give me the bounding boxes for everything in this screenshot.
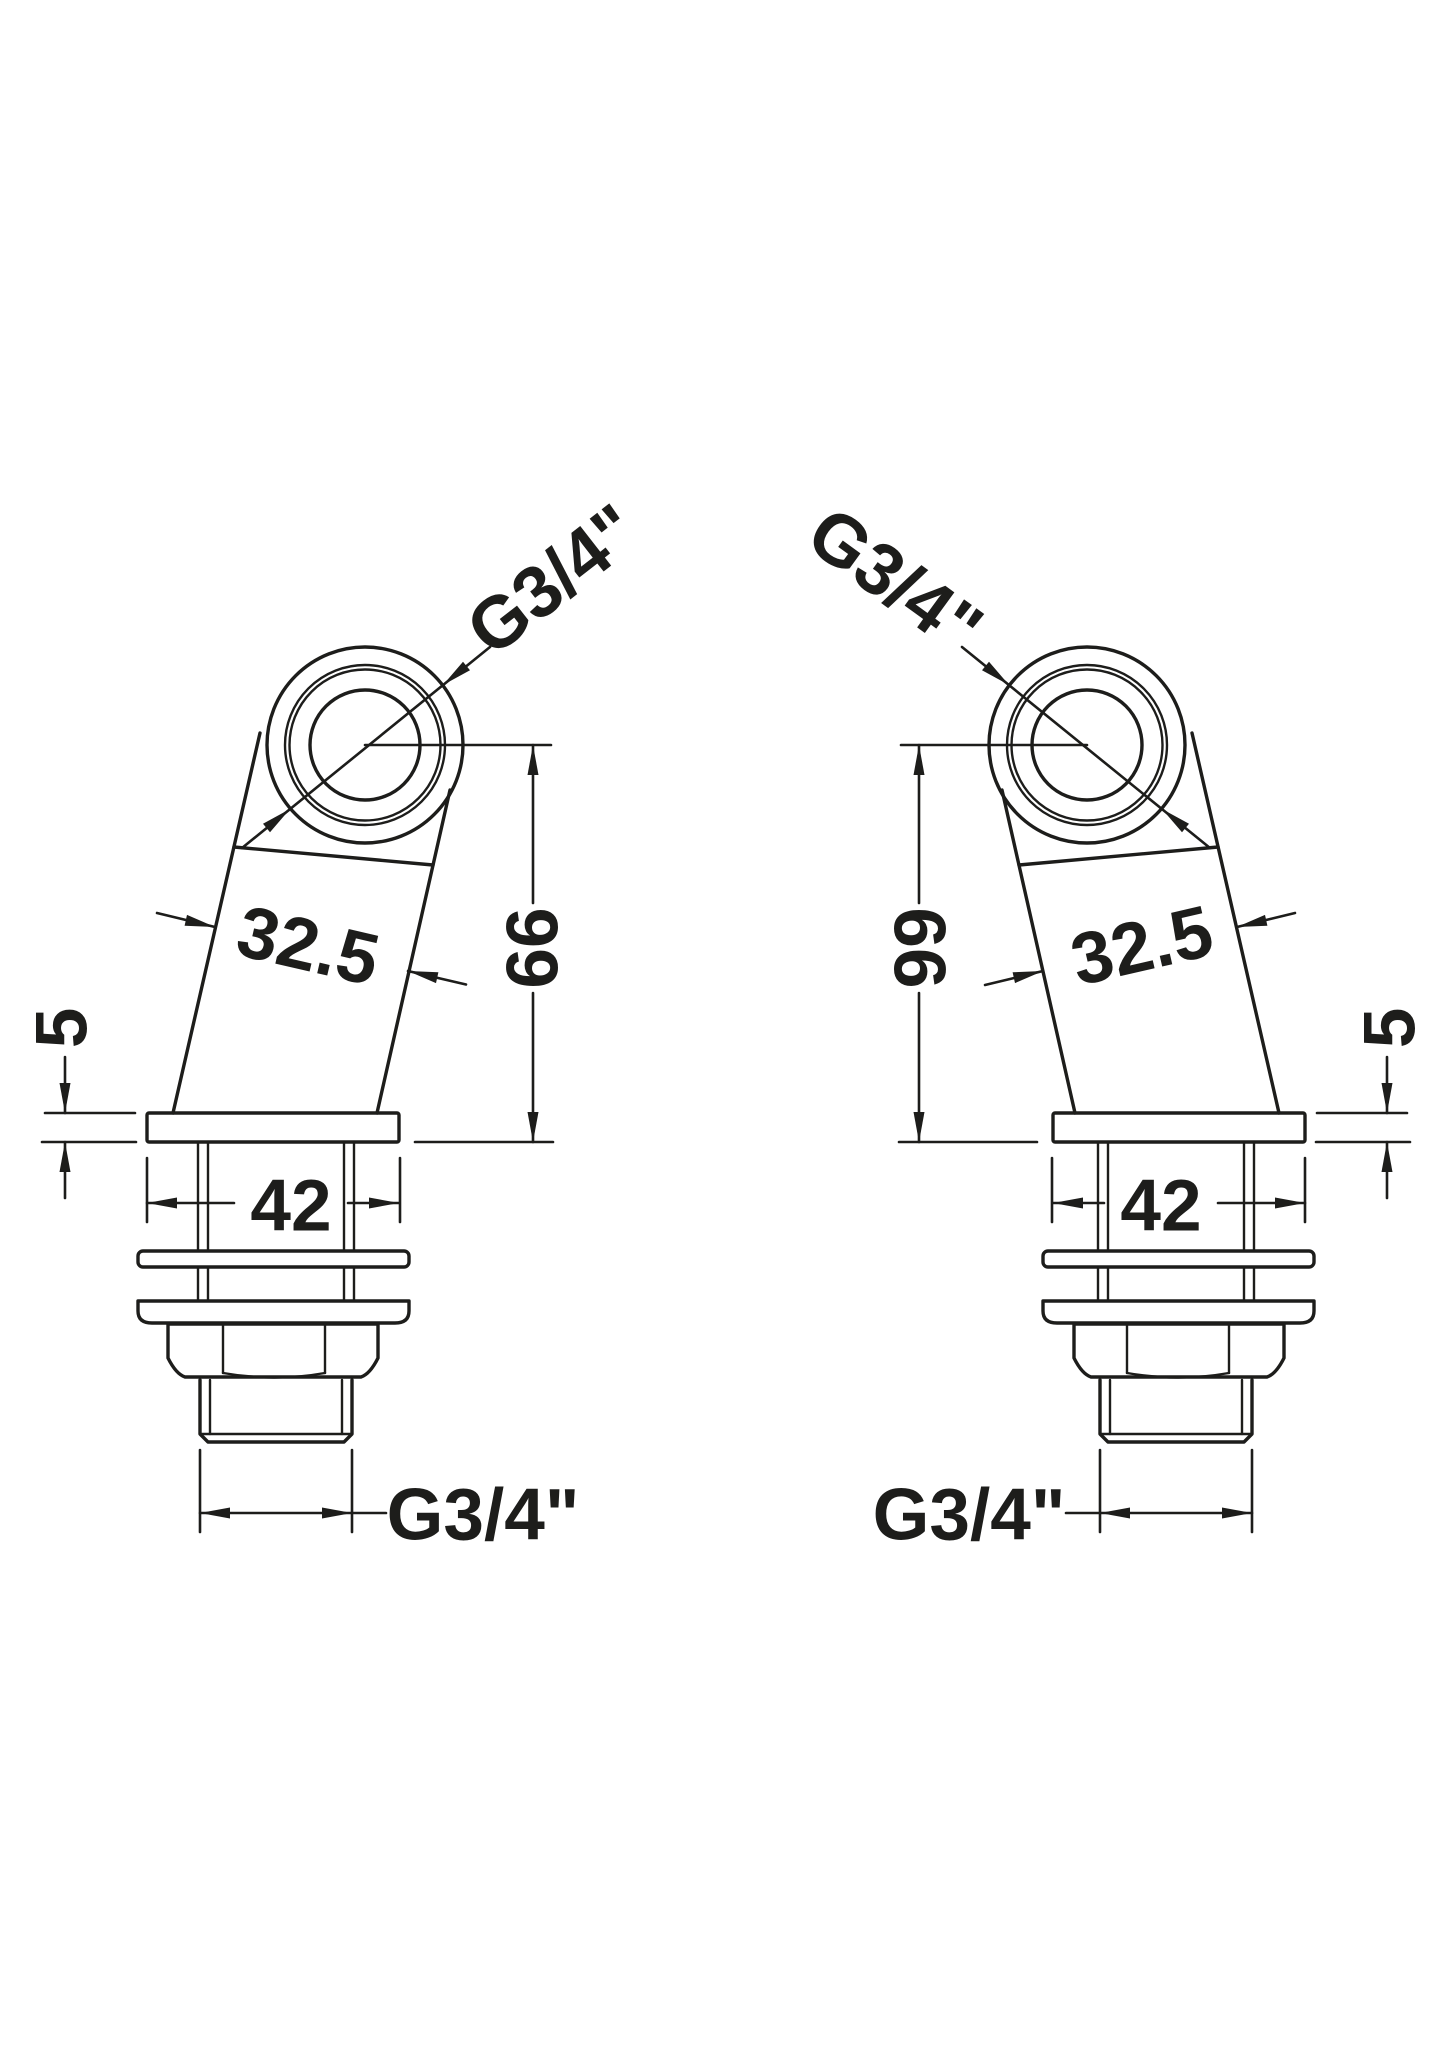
left-bottom-thread-arrow-right xyxy=(322,1507,352,1519)
right-washer-thin xyxy=(1041,1249,1316,1269)
left-dim-flange-width: 42 xyxy=(145,1156,402,1247)
right-dim-flange-thickness: 5 xyxy=(1314,1008,1431,1200)
left-flange-width-arrow-right xyxy=(369,1197,399,1209)
left-pipe-lines xyxy=(196,1140,356,1303)
right-flange-width-value: 42 xyxy=(1120,1166,1201,1247)
left-flange-width-ext-lines xyxy=(145,1156,402,1224)
left-dim-flange-thickness: 5 xyxy=(22,1008,138,1200)
right-flange-width-arrow-right xyxy=(1275,1197,1305,1209)
left-body-width-arrow-lower xyxy=(408,971,439,984)
left-thread-outline xyxy=(198,1378,354,1444)
left-height-arrow-bottom xyxy=(527,1112,539,1142)
right-washer-thick xyxy=(1041,1299,1316,1325)
right-height-value: 66 xyxy=(879,907,960,988)
right-fitting: G3/4" 32.5 66 5 xyxy=(793,492,1430,1556)
left-top-thread-arrow-upper xyxy=(443,661,470,685)
left-body-width-value: 32.5 xyxy=(230,891,387,1002)
left-hex-nut-chamfer-arc xyxy=(221,1371,327,1379)
right-thread-outline xyxy=(1098,1378,1254,1444)
right-pipe-lines xyxy=(1096,1140,1256,1303)
left-fitting: G3/4" 32.5 66 5 xyxy=(22,489,654,1556)
left-height-value: 66 xyxy=(493,907,574,988)
left-top-thread-arrow-lower xyxy=(263,809,290,833)
left-height-arrow-top xyxy=(527,745,539,775)
right-hex-nut-chamfer-arc xyxy=(1125,1371,1231,1379)
left-body-left-edge xyxy=(171,731,262,1115)
left-washer-thin xyxy=(136,1249,411,1269)
right-bottom-thread-label: G3/4" xyxy=(873,1475,1066,1556)
left-flange xyxy=(145,1111,401,1144)
right-thread-core-lines xyxy=(1108,1378,1244,1436)
left-body-width-arrow-upper xyxy=(184,914,215,927)
left-flange-thickness-value: 5 xyxy=(22,1008,103,1049)
left-bottom-thread-ext-lines xyxy=(198,1448,354,1534)
right-dim-height: 66 xyxy=(879,743,1089,1144)
left-dim-height: 66 xyxy=(363,743,574,1144)
left-flange-thickness-arrow-bottom xyxy=(59,1142,71,1172)
right-flange-thickness-value: 5 xyxy=(1350,1008,1431,1049)
left-top-thread-label: G3/4" xyxy=(452,489,654,672)
left-body-shoulder-line xyxy=(232,845,435,867)
right-flange xyxy=(1051,1111,1307,1144)
right-hex-nut-face-lines xyxy=(1125,1322,1231,1375)
right-height-arrow-bottom xyxy=(913,1112,925,1142)
right-top-thread-arrow-upper xyxy=(982,661,1009,685)
left-bottom-thread-arrow-left xyxy=(200,1507,230,1519)
left-dim-bottom-thread: G3/4" xyxy=(198,1448,580,1556)
left-thread-core-lines xyxy=(208,1378,344,1436)
right-body-width-value: 32.5 xyxy=(1064,891,1221,1002)
right-bottom-thread-arrow-right xyxy=(1222,1507,1252,1519)
left-flange-thickness-ext-lines xyxy=(40,1111,138,1144)
right-bottom-thread-ext-lines xyxy=(1098,1448,1254,1534)
right-flange-width-ext-lines xyxy=(1050,1156,1307,1224)
right-body-width-arrow-lower xyxy=(1012,971,1043,984)
right-flange-thickness-ext-lines xyxy=(1314,1111,1412,1144)
left-fitting-body xyxy=(136,645,465,1444)
right-fitting-body xyxy=(987,645,1316,1444)
right-body-shoulder-line xyxy=(1017,845,1220,867)
right-dim-flange-width: 42 xyxy=(1050,1156,1307,1247)
right-top-thread-arrow-lower xyxy=(1162,809,1189,833)
right-dim-bottom-thread: G3/4" xyxy=(873,1448,1254,1556)
left-flange-width-arrow-left xyxy=(147,1197,177,1209)
left-washer-thick xyxy=(136,1299,411,1325)
right-top-thread-label: G3/4" xyxy=(793,492,997,671)
right-body-right-edge xyxy=(1190,731,1281,1115)
right-bottom-thread-arrow-left xyxy=(1100,1507,1130,1519)
left-hex-nut-outline xyxy=(166,1322,380,1379)
right-body-width-arrow-upper xyxy=(1237,914,1268,927)
right-hex-nut-outline xyxy=(1072,1322,1286,1379)
right-flange-thickness-arrow-top xyxy=(1381,1083,1393,1113)
right-height-arrow-top xyxy=(913,745,925,775)
left-hex-nut-face-lines xyxy=(221,1322,327,1375)
left-flange-width-value: 42 xyxy=(250,1166,331,1247)
left-bottom-thread-label: G3/4" xyxy=(387,1475,580,1556)
right-flange-width-arrow-left xyxy=(1053,1197,1083,1209)
left-body-right-edge xyxy=(375,788,452,1115)
right-flange-thickness-arrow-bottom xyxy=(1381,1142,1393,1172)
right-body-left-edge xyxy=(1000,788,1077,1115)
left-flange-thickness-arrow-top xyxy=(59,1083,71,1113)
